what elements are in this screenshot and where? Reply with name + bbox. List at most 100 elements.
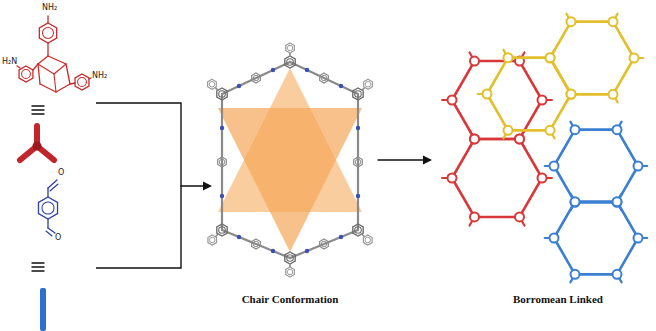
caption-label: Chair Conformation <box>242 293 339 305</box>
adamantane-bond <box>40 84 56 92</box>
net-node <box>538 174 547 183</box>
net-strut <box>554 238 575 274</box>
net-strut <box>613 22 634 58</box>
arrow-head <box>423 156 432 165</box>
pendant-ring <box>364 79 373 89</box>
net-strut <box>575 200 617 203</box>
corner-ring <box>287 255 294 262</box>
net-strut <box>550 58 571 94</box>
net-strut <box>571 20 613 23</box>
net-strut <box>575 201 617 204</box>
net-node <box>515 212 524 221</box>
net-strut <box>575 273 617 276</box>
bond <box>33 64 38 70</box>
net-node <box>567 90 576 99</box>
net-node <box>546 126 555 135</box>
nitrogen-atom <box>305 68 309 72</box>
net-strut <box>520 178 543 217</box>
phenyl-ring <box>78 78 87 87</box>
macrocycle-chain <box>222 62 290 94</box>
net-node <box>613 125 622 134</box>
equivalence-sign <box>32 270 44 271</box>
corner-ring <box>285 56 295 68</box>
chain-ring <box>320 73 329 83</box>
bond <box>47 188 48 197</box>
hexagonal-net <box>545 122 647 283</box>
net-strut <box>575 128 617 131</box>
net-node <box>470 57 479 66</box>
pendant-ring <box>287 269 293 275</box>
bond <box>46 231 52 236</box>
phenyl-ring <box>43 28 54 39</box>
amine-group: NH₂ <box>92 72 107 81</box>
adamantane-bond <box>56 84 70 92</box>
net-node <box>538 96 547 105</box>
arrow-shaft <box>378 159 424 160</box>
corner-ring <box>219 227 226 234</box>
equivalence-sign <box>32 113 44 114</box>
nitrogen-atom <box>339 84 343 88</box>
adamantane-bond <box>54 74 56 92</box>
bond <box>50 184 58 191</box>
adamantane-bond <box>66 64 70 84</box>
net-node <box>515 135 524 144</box>
adamantane-bond <box>38 64 40 84</box>
net-node <box>571 270 580 279</box>
net-strut <box>550 58 571 94</box>
chain-ring <box>218 157 227 167</box>
bond <box>47 16 48 23</box>
macrocycle-chain <box>222 230 290 258</box>
chain-ring <box>253 75 259 81</box>
pendant-ring <box>287 45 293 51</box>
net-node <box>504 126 513 135</box>
net-node <box>550 162 559 171</box>
pendant-ring <box>208 235 217 245</box>
net-strut <box>554 166 575 202</box>
macrocycle-chain <box>290 230 358 258</box>
net-node <box>470 135 479 144</box>
phenyl-ring <box>42 202 54 214</box>
net-node <box>550 234 559 243</box>
net-strut <box>617 238 638 274</box>
net-strut <box>550 22 571 58</box>
nitrogen-atom <box>237 84 241 88</box>
net-node <box>634 162 643 171</box>
oxygen-atom: O <box>58 169 64 178</box>
net-node <box>630 54 639 63</box>
net-node <box>567 90 576 99</box>
tripod-node <box>33 142 42 151</box>
net-node <box>613 197 622 206</box>
bond <box>17 66 20 68</box>
net-node <box>571 197 580 206</box>
net-strut <box>571 93 613 96</box>
net-strut <box>508 56 550 59</box>
arrow-head <box>203 182 212 191</box>
hexagonal-net <box>442 52 552 225</box>
pendant-ring <box>365 237 371 243</box>
chain-ring <box>252 239 261 249</box>
adamantane-bond <box>48 56 66 64</box>
phenyl-ring <box>75 74 89 90</box>
pendant-bond <box>216 234 218 236</box>
net-strut <box>554 202 575 238</box>
nitrogen-atom <box>356 126 360 130</box>
amine-group: H₂N <box>2 58 17 67</box>
net-node <box>448 174 457 183</box>
macrocycle-chain <box>221 94 223 230</box>
pendant-ring <box>363 235 372 245</box>
chain-ring <box>354 157 363 167</box>
pendant-ring <box>286 267 295 277</box>
pendant-ring <box>208 79 217 89</box>
pendant-ring <box>209 81 215 87</box>
bond <box>70 83 75 84</box>
corner-ring <box>287 59 294 66</box>
corner-ring <box>219 91 226 98</box>
nitrogen-atom <box>220 194 224 198</box>
nitrogen-atom <box>271 249 275 253</box>
chain-ring <box>321 75 327 81</box>
net-strut <box>617 202 638 238</box>
equivalence-sign <box>32 105 44 106</box>
arrow-shaft <box>181 185 204 186</box>
nitrogen-atom <box>305 249 309 253</box>
